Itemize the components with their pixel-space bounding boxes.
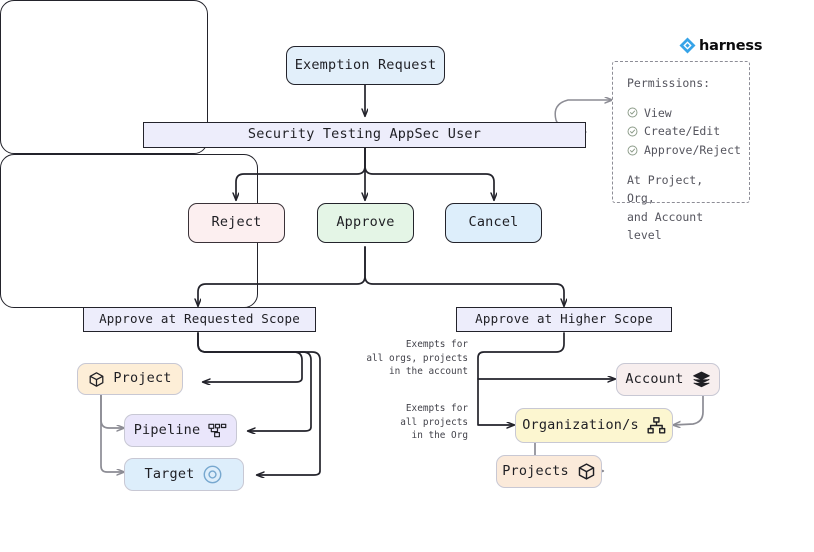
node-label: Exemption Request xyxy=(294,56,437,73)
layers-icon xyxy=(692,370,711,389)
node-label: Target xyxy=(144,465,195,482)
pipeline-nodes-icon xyxy=(208,423,227,438)
check-circle-icon xyxy=(627,126,638,137)
target-circle-icon xyxy=(202,464,223,485)
node-security-testing-appsec-user[interactable]: Security Testing AppSec User xyxy=(143,122,586,148)
node-label: Security Testing AppSec User xyxy=(247,126,482,143)
permission-label: Create/Edit xyxy=(644,124,721,139)
node-label: Projects xyxy=(502,462,569,479)
edge-label-org-scope: Exempts for all projects in the Org xyxy=(400,403,468,442)
permissions-footer-line-2: and Account level xyxy=(627,209,704,243)
node-label: Project xyxy=(113,370,172,387)
node-label: Cancel xyxy=(468,214,519,231)
permission-item-create-edit: Create/Edit xyxy=(627,122,735,141)
node-label: Approve at Requested Scope xyxy=(99,311,300,327)
permissions-footer-line-1: At Project, Org, xyxy=(627,172,704,206)
node-label: Approve xyxy=(336,214,395,231)
node-exemption-request[interactable]: Exemption Request xyxy=(286,46,445,85)
node-cancel[interactable]: Cancel xyxy=(445,203,542,243)
permission-item-approve-reject: Approve/Reject xyxy=(627,141,741,160)
harness-logo-text: harness xyxy=(699,37,763,54)
node-pipeline[interactable]: Pipeline xyxy=(124,414,237,447)
node-approve-at-higher-scope[interactable]: Approve at Higher Scope xyxy=(456,307,672,332)
node-project[interactable]: Project xyxy=(77,363,183,395)
cube-icon xyxy=(577,462,596,481)
node-target[interactable]: Target xyxy=(124,458,244,491)
node-label: Approve at Higher Scope xyxy=(475,311,653,327)
node-reject[interactable]: Reject xyxy=(188,203,285,243)
permissions-panel: Permissions: View Create/Edit Approve/Re… xyxy=(612,61,750,242)
node-label: Reject xyxy=(211,214,262,231)
check-circle-icon xyxy=(627,107,638,118)
permission-label: Approve/Reject xyxy=(644,142,741,157)
org-chart-icon xyxy=(647,417,666,434)
node-account[interactable]: Account xyxy=(616,363,720,396)
node-projects[interactable]: Projects xyxy=(496,455,602,488)
edge-label-account-scope: Exempts for all orgs, projects in the ac… xyxy=(366,339,468,378)
permissions-title: Permissions: xyxy=(627,76,711,90)
cube-icon xyxy=(88,371,105,388)
node-organizations[interactable]: Organization/s xyxy=(515,408,673,443)
harness-diamond-icon xyxy=(679,37,696,54)
node-label: Pipeline xyxy=(133,421,201,438)
node-approve[interactable]: Approve xyxy=(317,203,414,243)
node-label: Organization/s xyxy=(522,416,639,433)
permission-item-view: View xyxy=(627,104,735,123)
harness-logo: harness xyxy=(679,37,762,54)
node-label: Account xyxy=(625,370,684,387)
permission-label: View xyxy=(644,105,672,120)
node-approve-at-requested-scope[interactable]: Approve at Requested Scope xyxy=(83,307,316,332)
check-circle-icon xyxy=(627,145,638,156)
